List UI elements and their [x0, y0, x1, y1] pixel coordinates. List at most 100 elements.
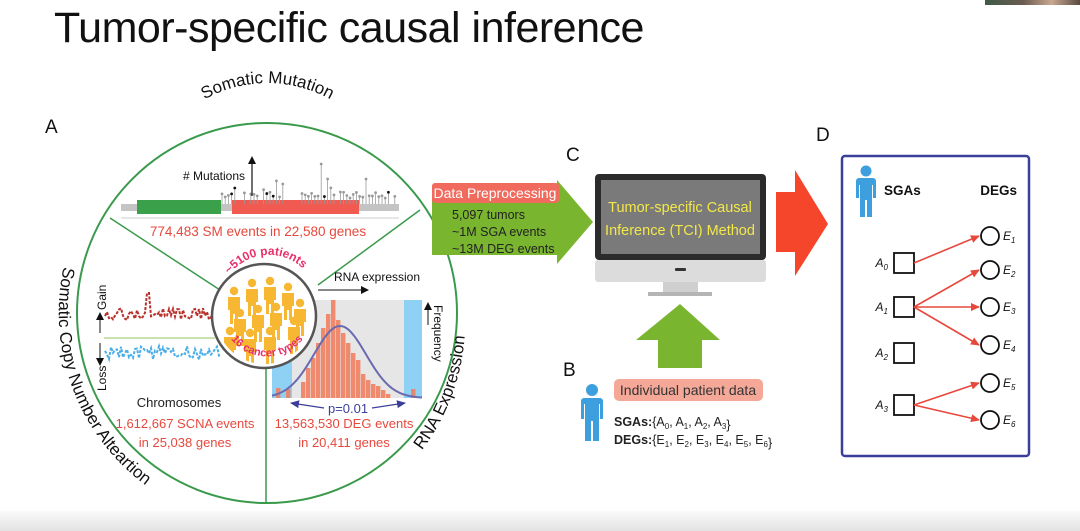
sga-node-A3: [893, 394, 915, 416]
patient-group-icon: [224, 276, 306, 364]
histogram-bar: [351, 353, 356, 398]
histogram-bar: [306, 368, 311, 398]
histogram-bar: [286, 389, 291, 398]
set-element: A: [656, 415, 665, 429]
gain-label: Gain: [95, 285, 109, 310]
set-subscript: 1: [665, 440, 670, 449]
sga-sub: 1: [884, 307, 888, 316]
sga-base: A: [875, 256, 884, 270]
lollipop-head: [364, 177, 368, 181]
monitor-screen: [601, 180, 760, 254]
lollipop-head: [361, 195, 365, 199]
deg-stat-line2: in 20,411 genes: [298, 435, 390, 450]
degs-header: DEGs: [980, 183, 1017, 198]
patient-body: [264, 337, 276, 364]
histogram-bar: [346, 343, 351, 398]
monitor-icon: Tumor-specific Causal Inference (TCI) Me…: [595, 174, 766, 296]
set-label: DEGs:: [614, 433, 652, 447]
lollipop-head: [265, 192, 269, 195]
lollipop-head: [303, 193, 307, 197]
set-subscript: 6: [763, 440, 768, 449]
monitor-logo: [675, 268, 686, 271]
loss-trace: [104, 342, 222, 364]
normal-curve: [271, 324, 423, 399]
set-element: , A: [707, 415, 722, 429]
set-element: , A: [688, 415, 703, 429]
divider-right: [317, 209, 421, 286]
individual-data-label: Individual patient data: [620, 382, 756, 398]
lollipop-head: [351, 192, 355, 196]
patient-body: [234, 319, 246, 346]
causal-edge: [913, 269, 980, 308]
sgas-header: SGAs: [884, 183, 921, 198]
deg-node-E5: [980, 373, 1000, 393]
set-element: , E: [669, 433, 684, 447]
histogram-bar: [311, 358, 316, 398]
set-subscript: 4: [724, 440, 729, 449]
deg-base: E: [1003, 376, 1012, 390]
histogram-bars: [276, 300, 416, 398]
green-up-arrow: [636, 304, 720, 368]
lollipop-head: [332, 193, 336, 197]
set-subscript: 5: [744, 440, 749, 449]
patient-head: [271, 302, 281, 312]
deg-sub: 2: [1010, 270, 1016, 279]
tci-method-line2: Inference (TCI) Method: [605, 223, 755, 239]
right-tail-region: [404, 300, 422, 398]
deg-label: E4: [1003, 338, 1016, 354]
histogram-bar: [386, 394, 391, 398]
mutation-lollipops: [220, 162, 397, 204]
histogram-bar: [371, 384, 376, 398]
deg-label: E5: [1003, 376, 1016, 392]
set-subscript: 2: [703, 422, 708, 431]
patient-head: [265, 276, 275, 286]
preprocessing-line-3: ~13M DEG events: [452, 242, 554, 256]
lollipop-head: [310, 192, 313, 195]
lollipop-head: [275, 179, 278, 183]
lollipop-head: [374, 191, 377, 195]
set-brace: }: [768, 436, 772, 450]
patient-head: [295, 298, 305, 308]
scna-stat-line2: in 25,038 genes: [139, 435, 232, 450]
sga-label: A3: [875, 398, 889, 414]
lollipop-head: [348, 196, 352, 200]
lollipop-head: [255, 194, 259, 198]
patient-head: [235, 308, 245, 318]
somatic-mutation-label: Somatic Mutation: [198, 68, 338, 103]
lollipop-head: [227, 194, 230, 197]
patient-person-icon: [581, 384, 603, 441]
protein-domain-green: [137, 200, 221, 214]
causal-edge: [913, 404, 980, 423]
lollipop-head: [371, 194, 374, 198]
set-element: , E: [689, 433, 704, 447]
sga-node-A0: [893, 252, 915, 274]
sga-label: A2: [875, 346, 889, 362]
sga-sub: 2: [883, 353, 889, 362]
preprocessing-arrow: Data Preprocessing 5,097 tumors ~1M SGA …: [432, 180, 593, 264]
pvalue-right-arrow: [371, 400, 406, 409]
histogram-bar: [336, 320, 341, 398]
lollipop-head: [323, 195, 326, 198]
network-person-icon: [856, 165, 876, 217]
set-element: E: [656, 433, 664, 447]
set-element: , E: [728, 433, 743, 447]
deg-node-E1: [980, 226, 1000, 246]
sgas-set: SGAs:{A0, A1, A2, A3}: [614, 415, 731, 432]
mutations-axis-label: # Mutations: [183, 169, 245, 183]
preprocessing-badge: [432, 183, 559, 203]
histogram-bar: [321, 328, 326, 398]
patient-head: [245, 328, 255, 338]
patient-head: [283, 282, 293, 292]
deg-label: E1: [1003, 229, 1015, 245]
histogram-bar: [361, 374, 366, 398]
lollipop-head: [252, 192, 256, 196]
lollipop-head: [326, 177, 329, 181]
set-brace: {: [652, 433, 656, 447]
red-right-arrow: [776, 170, 828, 276]
deg-base: E: [1003, 263, 1012, 277]
set-brace: {: [652, 415, 656, 429]
bottom-bar: [0, 511, 1080, 531]
set-subscript: 3: [722, 422, 727, 431]
mutation-lollipop-plot: # Mutations: [121, 156, 399, 219]
preprocessing-badge-label: Data Preprocessing: [434, 185, 557, 201]
